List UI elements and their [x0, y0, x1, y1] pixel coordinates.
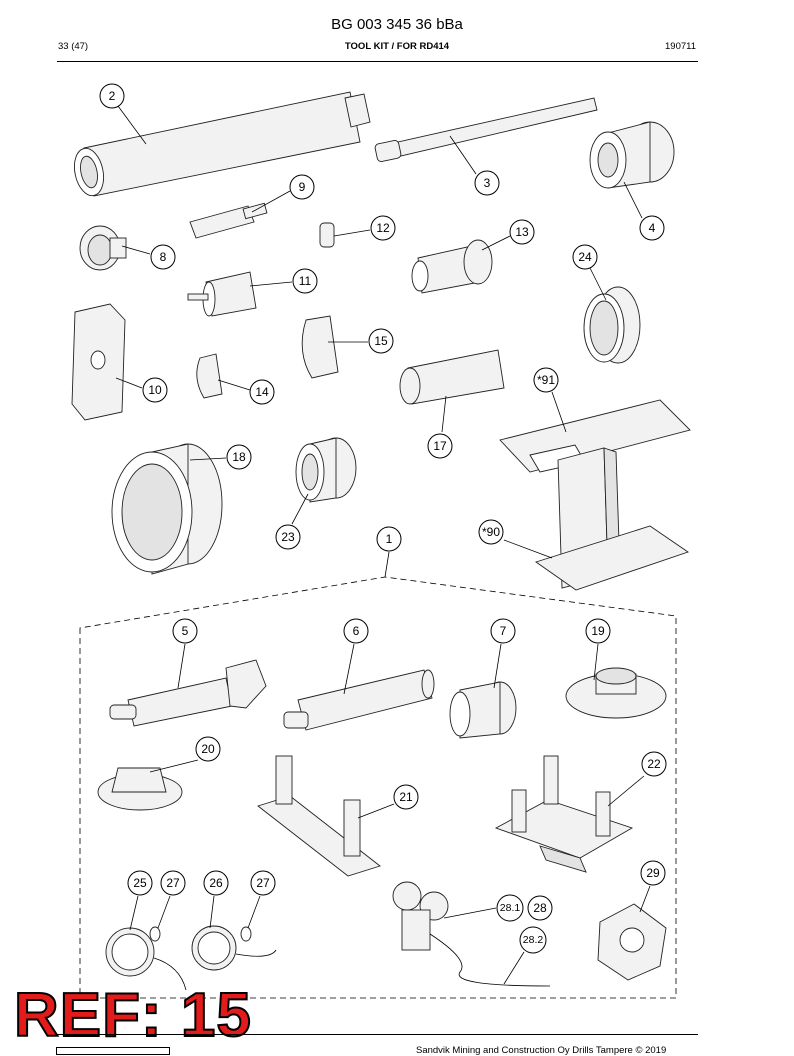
svg-text:3: 3: [484, 176, 491, 190]
kit-part-illustrations: [97, 659, 667, 991]
svg-text:2: 2: [109, 89, 116, 103]
svg-text:23: 23: [281, 530, 295, 544]
callout-4: 4: [639, 215, 665, 241]
leader-lines: [115, 105, 651, 985]
callout-91: *91: [533, 367, 559, 393]
svg-text:29: 29: [646, 866, 660, 880]
callout-6: 6: [343, 618, 369, 644]
svg-text:10: 10: [148, 383, 162, 397]
callout-22: 22: [641, 751, 667, 777]
callout-17: 17: [427, 433, 453, 459]
callout-28-1: 28.1: [496, 894, 524, 922]
footer-copyright: Sandvik Mining and Construction Oy Drill…: [416, 1045, 667, 1056]
svg-text:21: 21: [399, 790, 413, 804]
header-rule: [57, 61, 698, 62]
svg-text:26: 26: [209, 876, 223, 890]
callout-13: 13: [509, 219, 535, 245]
svg-text:28.1: 28.1: [500, 902, 521, 914]
svg-text:22: 22: [647, 757, 661, 771]
date-code: 190711: [665, 41, 696, 52]
document-title: BG 003 345 36 bBa: [331, 16, 463, 33]
svg-text:*90: *90: [482, 525, 500, 539]
svg-text:12: 12: [376, 221, 390, 235]
svg-text:13: 13: [515, 225, 529, 239]
company-logo: [56, 1047, 170, 1055]
svg-text:9: 9: [299, 180, 306, 194]
footer-rule: [57, 1034, 698, 1035]
callout-29: 29: [640, 860, 666, 886]
svg-text:27: 27: [166, 876, 180, 890]
svg-text:28.2: 28.2: [523, 934, 544, 946]
svg-text:19: 19: [591, 624, 605, 638]
svg-text:17: 17: [433, 439, 447, 453]
part-illustrations: [71, 91, 691, 591]
svg-text:11: 11: [299, 274, 312, 288]
callout-19: 19: [585, 618, 611, 644]
callout-11: 11: [292, 268, 318, 294]
callout-3: 3: [474, 170, 500, 196]
callout-5: 5: [172, 618, 198, 644]
page-number: 33 (47): [58, 41, 89, 52]
callout-18: 18: [226, 444, 252, 470]
reference-stamp: REF: 15: [13, 981, 252, 1050]
callout-90: *90: [478, 519, 504, 545]
svg-text:*91: *91: [537, 373, 555, 387]
callout-27b: 27: [250, 870, 276, 896]
svg-text:24: 24: [578, 250, 592, 264]
callout-20: 20: [195, 736, 221, 762]
callout-8: 8: [150, 244, 176, 270]
callout-27a: 27: [160, 870, 186, 896]
callout-21: 21: [393, 784, 419, 810]
callout-25: 25: [127, 870, 153, 896]
callout-24: 24: [572, 244, 598, 270]
svg-text:8: 8: [160, 250, 167, 264]
callout-28-2: 28.2: [519, 926, 547, 954]
callout-14: 14: [249, 379, 275, 405]
callout-10: 10: [142, 377, 168, 403]
svg-text:7: 7: [500, 624, 507, 638]
callout-12: 12: [370, 215, 396, 241]
callout-7: 7: [490, 618, 516, 644]
svg-text:25: 25: [133, 876, 147, 890]
svg-text:6: 6: [353, 624, 360, 638]
callout-1: 1: [376, 526, 402, 552]
callout-15: 15: [368, 328, 394, 354]
callout-28: 28: [527, 895, 553, 921]
callout-2: 2: [99, 83, 125, 109]
svg-text:5: 5: [182, 624, 189, 638]
svg-text:18: 18: [232, 450, 246, 464]
callout-23: 23: [275, 524, 301, 550]
svg-text:14: 14: [255, 385, 269, 399]
svg-text:4: 4: [649, 221, 656, 235]
section-title: TOOL KIT / FOR RD414: [344, 41, 450, 52]
svg-text:1: 1: [386, 532, 393, 546]
callout-26: 26: [203, 870, 229, 896]
svg-text:28: 28: [533, 901, 547, 915]
svg-text:15: 15: [374, 334, 388, 348]
callout-9: 9: [289, 174, 315, 200]
svg-text:27: 27: [256, 876, 270, 890]
svg-text:20: 20: [201, 742, 215, 756]
